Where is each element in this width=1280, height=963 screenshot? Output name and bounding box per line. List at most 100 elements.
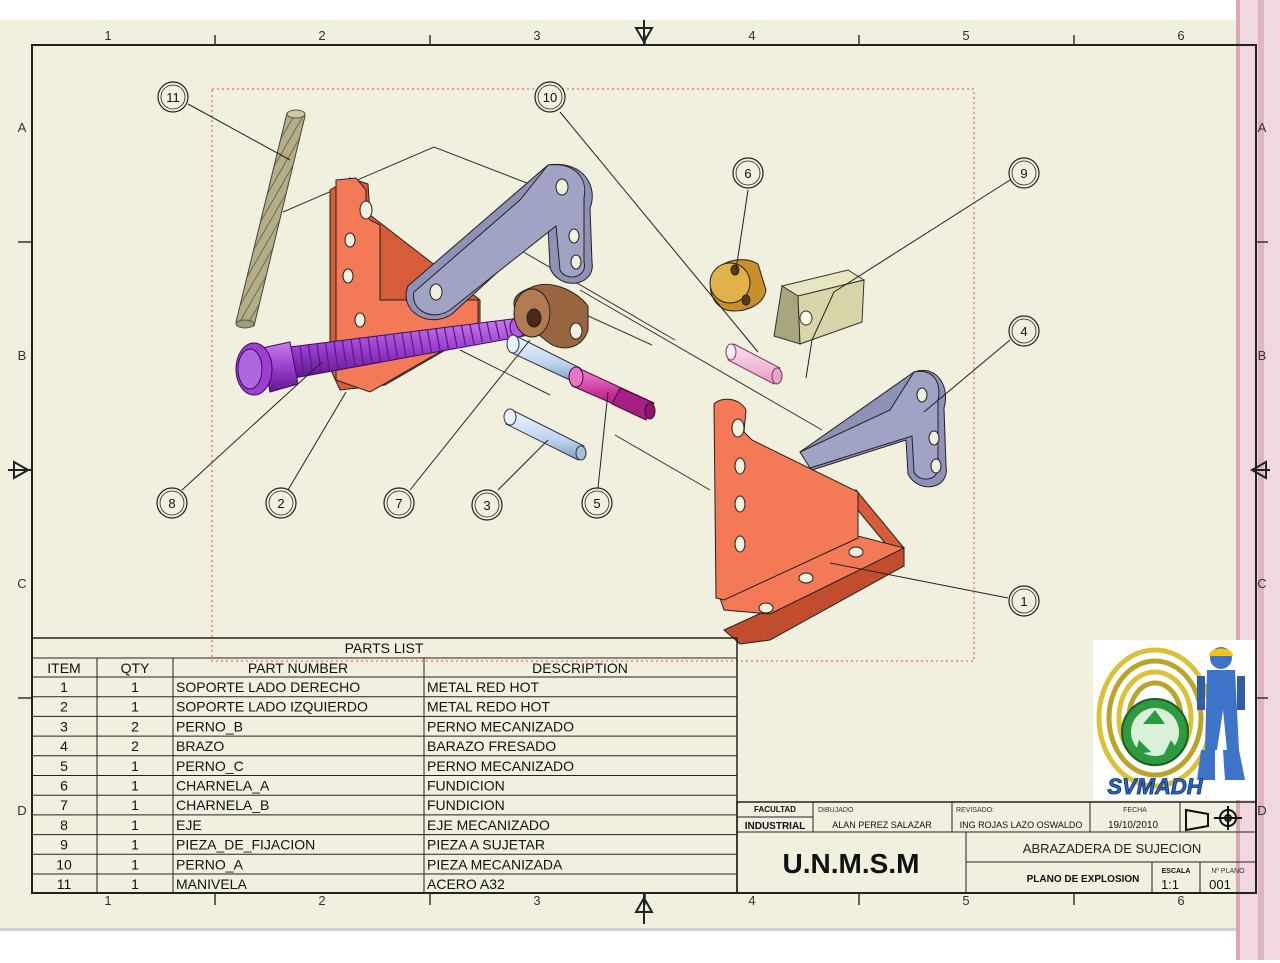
parts-list-header-part: PART NUMBER	[248, 660, 348, 676]
cell-description: PIEZA A SUJETAR	[427, 837, 545, 853]
balloon-number: 5	[593, 496, 600, 511]
balloon-number: 9	[1020, 166, 1027, 181]
drawn-value: ALAN PEREZ SALAZAR	[832, 820, 932, 830]
faculty-label: FACULTAD	[754, 805, 796, 814]
cell-part-number: PIEZA_DE_FIJACION	[176, 837, 315, 853]
view-boundary	[211, 88, 975, 662]
drawn-label: DIBUJADO	[818, 807, 854, 814]
cell-description: FUNDICION	[427, 778, 505, 794]
balloon-3: 3	[471, 489, 503, 521]
cell-qty: 1	[131, 797, 139, 813]
scale-value: 1:1	[1161, 877, 1179, 892]
sheet-number-value: 001	[1209, 877, 1231, 892]
cell-qty: 1	[131, 876, 139, 892]
balloon-number: 3	[483, 498, 490, 513]
cell-item: 2	[60, 699, 68, 715]
balloon-6: 6	[732, 157, 764, 189]
cell-description: PERNO MECANIZADO	[427, 718, 574, 734]
balloon-2: 2	[265, 487, 297, 519]
cell-item: 1	[60, 679, 68, 695]
balloon-10: 10	[534, 81, 566, 113]
balloon-5: 5	[581, 487, 613, 519]
part-charnela-b	[513, 283, 589, 349]
column-label-1: 1	[104, 893, 111, 908]
balloon-number: 7	[395, 496, 402, 511]
parts-list-row: 3 2 PERNO_B PERNO MECANIZADO	[60, 718, 574, 734]
balloon-7: 7	[383, 487, 415, 519]
date-label: FECHA	[1123, 807, 1147, 814]
column-label-1: 1	[104, 28, 111, 43]
cell-description: PERNO MECANIZADO	[427, 758, 574, 774]
recycle-icon	[1121, 698, 1189, 766]
column-label-6: 6	[1177, 893, 1184, 908]
balloon-11: 11	[157, 81, 189, 113]
cell-qty: 1	[131, 837, 139, 853]
title-block: FACULTAD INDUSTRIAL DIBUJADO ALAN PEREZ …	[736, 801, 1257, 894]
worker-figure-icon	[1197, 647, 1245, 780]
cell-description: FUNDICION	[427, 797, 505, 813]
part-perno-c	[568, 366, 656, 421]
parts-list-header-item: ITEM	[47, 660, 80, 676]
balloon-1: 1	[1008, 585, 1040, 617]
cell-item: 4	[60, 738, 68, 754]
cell-part-number: PERNO_B	[176, 718, 243, 734]
projection-symbol-icon	[1185, 806, 1242, 832]
cell-part-number: CHARNELA_B	[176, 797, 269, 813]
column-label-3: 3	[533, 28, 540, 43]
reviewed-value: ING ROJAS LAZO OSWALDO	[960, 820, 1083, 830]
sheet-border	[18, 35, 1268, 905]
part-brazo-superior	[405, 163, 593, 321]
cell-qty: 2	[131, 718, 139, 734]
drawing-sheet-background	[0, 20, 1268, 928]
cell-qty: 1	[131, 758, 139, 774]
cell-part-number: PERNO_C	[176, 758, 244, 774]
balloon-number: 8	[168, 496, 175, 511]
cell-qty: 1	[131, 679, 139, 695]
faculty-value: INDUSTRIAL	[745, 821, 806, 832]
cell-part-number: MANIVELA	[176, 876, 247, 892]
cell-part-number: CHARNELA_A	[176, 778, 270, 794]
leader-lines	[181, 103, 1011, 599]
slide-bottom-band	[0, 928, 1236, 963]
part-perno-b-inferior	[503, 408, 587, 461]
cell-item: 3	[60, 718, 68, 734]
row-label-A: A	[1258, 120, 1267, 135]
balloon-8: 8	[156, 487, 188, 519]
part-pieza-fijacion	[773, 269, 866, 345]
balloon-number: 1	[1020, 594, 1027, 609]
cell-description: BARAZO FRESADO	[427, 738, 556, 754]
balloon-number: 11	[166, 90, 180, 105]
cell-part-number: SOPORTE LADO DERECHO	[176, 679, 360, 695]
cell-qty: 1	[131, 856, 139, 872]
cell-qty: 1	[131, 699, 139, 715]
row-label-B: B	[1258, 348, 1267, 363]
column-label-3: 3	[533, 893, 540, 908]
row-label-A: A	[18, 120, 27, 135]
cell-description: EJE MECANIZADO	[427, 817, 550, 833]
cell-qty: 2	[131, 738, 139, 754]
row-label-D: D	[1257, 803, 1266, 818]
part-manivela	[235, 109, 306, 329]
cell-item: 11	[57, 876, 72, 892]
sheet-number-label: Nº PLANO	[1211, 868, 1245, 875]
balloon-number: 4	[1020, 324, 1027, 339]
column-label-2: 2	[318, 28, 325, 43]
svmadh-logo: SVMADH	[1093, 640, 1255, 800]
institution-name: U.N.M.S.M	[783, 848, 920, 879]
cell-item: 7	[60, 797, 68, 813]
date-value: 19/10/2010	[1108, 820, 1158, 831]
cell-part-number: SOPORTE LADO IZQUIERDO	[176, 699, 368, 715]
column-label-5: 5	[962, 28, 969, 43]
drawing-type: PLANO DE EXPLOSION	[1027, 874, 1140, 885]
cell-item: 9	[60, 837, 68, 853]
cell-description: PIEZA MECANIZADA	[427, 856, 563, 872]
parts-list-title: PARTS LIST	[345, 640, 424, 656]
part-brazo-inferior	[799, 369, 947, 488]
